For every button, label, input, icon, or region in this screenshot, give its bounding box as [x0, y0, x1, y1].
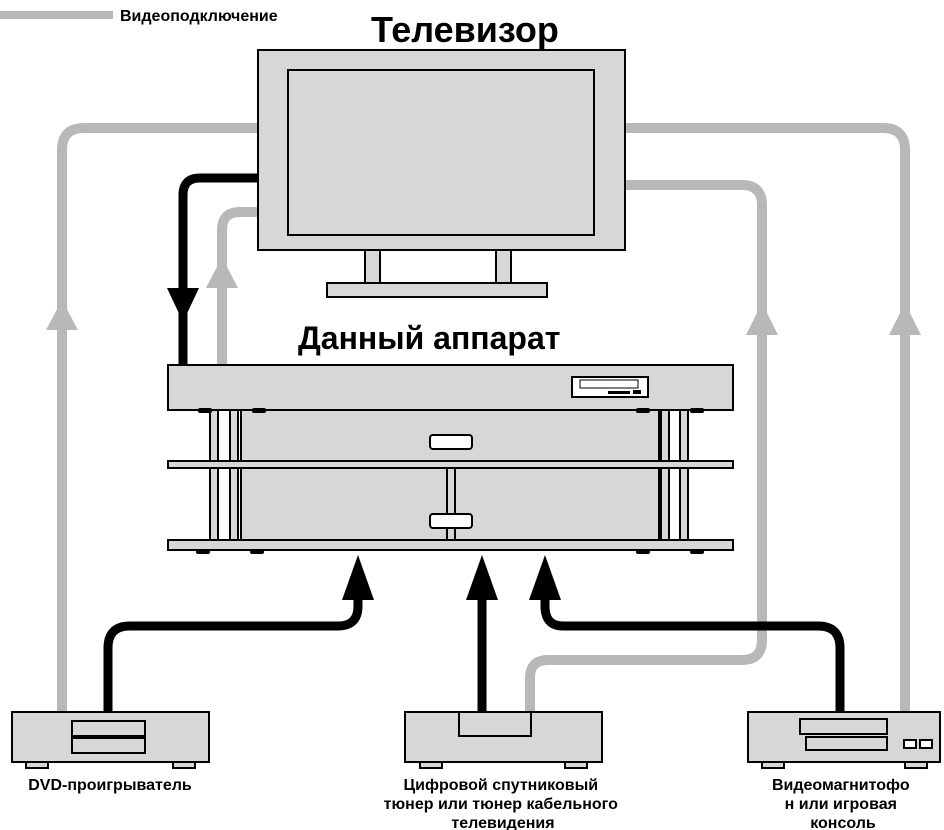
video-arrow-vcr	[889, 303, 921, 335]
rack-post-left-outer	[209, 409, 219, 541]
cable-tv-unit	[178, 173, 258, 365]
arrow-tuner-unit	[466, 555, 498, 600]
tuner-panel	[458, 711, 532, 737]
vcr-foot-right	[904, 761, 928, 769]
vcr-button-2	[919, 739, 933, 749]
rack-foot-1	[196, 550, 210, 554]
legend-swatch	[0, 11, 113, 19]
rack	[167, 364, 734, 554]
video-cable-unit-tv	[217, 207, 258, 365]
unit-display-knob	[633, 390, 641, 394]
video-arrow-tuner	[746, 303, 778, 335]
tuner-foot-left	[419, 761, 443, 769]
unit-title: Данный аппарат	[298, 320, 560, 356]
caption-tuner-line-3: телевидения	[451, 815, 554, 830]
cable-vcr-unit	[540, 580, 845, 712]
unit-display-window	[579, 379, 639, 389]
rack-handle-bottom	[429, 513, 473, 529]
arrow-dvd-unit	[342, 555, 374, 600]
television	[257, 49, 626, 298]
tv-stand-post-right	[495, 249, 512, 284]
arrow-vcr-unit	[529, 555, 561, 600]
caption-tuner-line-1: Цифровой спутниковый	[403, 777, 598, 794]
tuner-foot-right	[564, 761, 588, 769]
vcr-button-1	[903, 739, 917, 749]
caption-vcr-line-2: н или игровая	[785, 796, 897, 813]
rack-divider	[446, 467, 456, 541]
dvd-foot-right	[172, 761, 196, 769]
rack-shelf-bottom	[167, 539, 734, 551]
arrow-tv-unit	[167, 288, 199, 322]
rack-foot-4	[690, 550, 704, 554]
video-arrow-unit	[206, 257, 238, 288]
unit-foot-3	[636, 408, 650, 413]
unit-display-buttons	[608, 391, 630, 394]
cable-dvd-unit	[103, 580, 363, 712]
dvd-tray-bottom	[71, 737, 146, 754]
rack-foot-3	[636, 550, 650, 554]
legend: Видеоподключение	[0, 8, 278, 25]
caption-vcr-line-1: Видеомагнитофо	[772, 777, 910, 794]
unit-foot-2	[252, 408, 266, 413]
video-cable-dvd-tv	[57, 123, 258, 712]
tv-screen	[287, 69, 595, 236]
unit-foot-1	[198, 408, 212, 413]
video-cables	[46, 123, 921, 712]
rack-post-left-inner	[229, 409, 239, 541]
rack-post-right-outer	[679, 409, 689, 541]
dvd-foot-left	[25, 761, 49, 769]
tv-title: Телевизор	[371, 9, 559, 50]
unit-foot-4	[690, 408, 704, 413]
dvd-tray-top	[71, 720, 146, 737]
rack-post-right-inner	[660, 409, 670, 541]
caption-tuner: Цифровой спутниковый тюнер или тюнер каб…	[384, 777, 623, 830]
vcr-slot-bottom	[805, 736, 888, 751]
dvd-player	[11, 711, 210, 769]
rack-shelf-middle	[167, 460, 734, 469]
video-arrow-dvd	[46, 300, 78, 330]
vcr-foot-left	[761, 761, 785, 769]
black-cables	[103, 173, 845, 712]
caption-vcr: Видеомагнитофо н или игровая консоль	[772, 777, 914, 830]
video-cable-tuner-tv	[525, 180, 767, 712]
caption-tuner-line-2: тюнер или тюнер кабельного	[384, 796, 618, 813]
legend-label: Видеоподключение	[120, 8, 278, 25]
rack-foot-2	[250, 550, 264, 554]
vcr-slot-top	[799, 718, 888, 735]
video-cable-vcr-tv	[625, 123, 910, 712]
tv-stand-base	[326, 282, 548, 298]
tuner	[404, 711, 603, 769]
tv-stand-post-left	[364, 249, 381, 284]
caption-dvd: DVD-проигрыватель	[28, 777, 192, 794]
rack-handle-top	[429, 434, 473, 450]
caption-vcr-line-3: консоль	[810, 815, 876, 830]
vcr	[747, 711, 941, 769]
